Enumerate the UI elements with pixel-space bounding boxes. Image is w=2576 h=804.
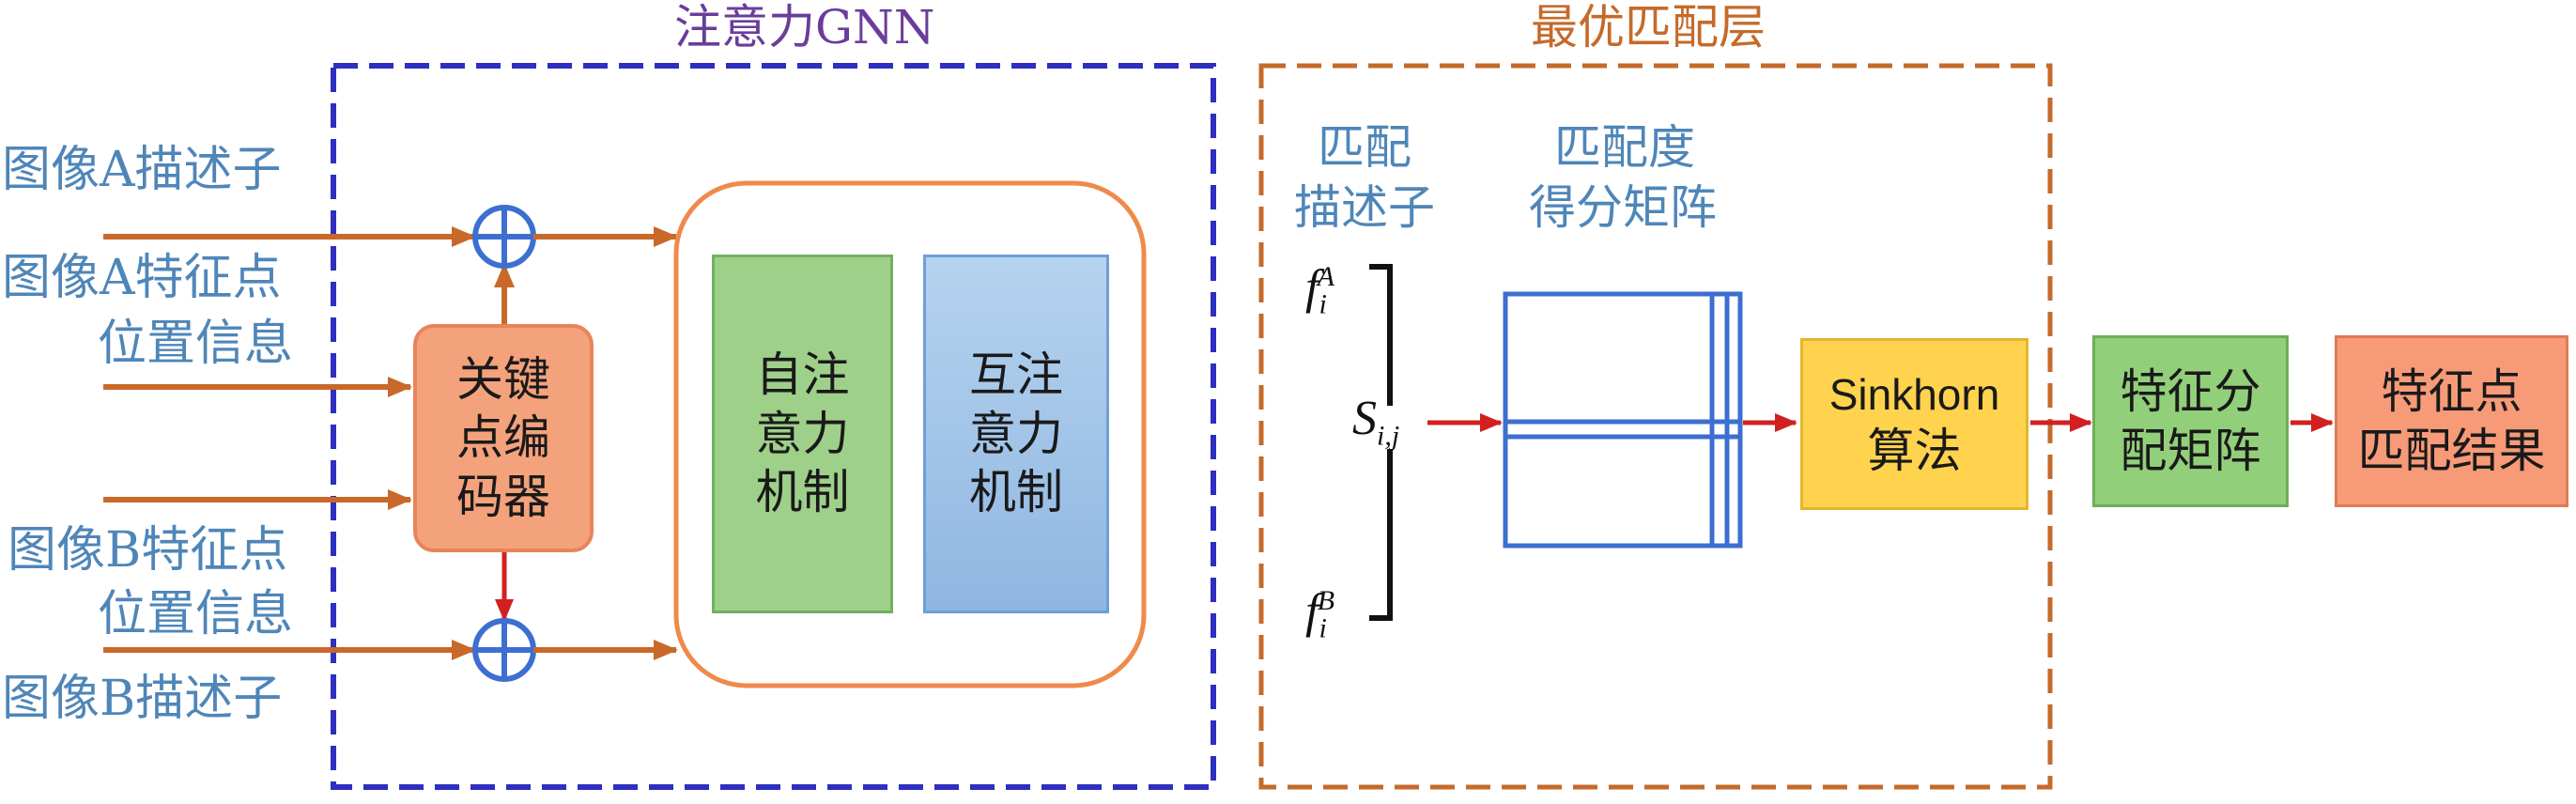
assignment-matrix-label: 特征分 配矩阵 [2120,364,2261,478]
input-b-descriptor-label: 图像B描述子 [2,671,283,727]
descriptor-a-symbol: fiA [1305,260,1335,320]
input-b-keypoint-label-line1: 图像B特征点 [8,522,288,579]
matching-descriptor-label-line1: 匹配 [1318,120,1411,175]
keypoint-encoder-label: 关键 点编 码器 [456,351,550,524]
sinkhorn-label-line2: 算法 [1867,424,1962,478]
score-symbol: Si,j [1352,392,1400,452]
keypoint-encoder-box: 关键 点编 码器 [413,324,594,552]
descriptor-b-subscript: i [1319,612,1327,644]
cross-attention-label: 互注 意力 机制 [969,348,1063,520]
assignment-matrix-box: 特征分 配矩阵 [2092,335,2289,507]
score-matrix-label-line1: 匹配度 [1554,120,1695,175]
input-a-keypoint-label-line2: 位置信息 [98,316,294,372]
input-a-keypoint-label-line1: 图像A特征点 [2,250,282,306]
score-matrix-icon [1503,291,1743,549]
descriptor-a-subscript: i [1319,288,1327,320]
descriptor-b-symbol: fiB [1305,584,1335,644]
match-result-label: 特征点 匹配结果 [2357,364,2546,478]
matching-section-frame [1258,63,2053,790]
matching-descriptor-bracket [1369,264,1393,621]
gnn-section-title: 注意力GNN [674,0,935,54]
self-attention-label: 自注 意力 机制 [755,348,850,520]
input-a-descriptor-label: 图像A描述子 [2,142,282,198]
matching-section-title: 最优匹配层 [1531,0,1766,54]
sinkhorn-label-line1: Sinkhorn [1828,369,2000,419]
gnn-section-frame [331,63,1216,790]
score-matrix-label-line2: 得分矩阵 [1529,180,1717,235]
cross-attention-box: 互注 意力 机制 [923,255,1109,613]
input-b-keypoint-label-line2: 位置信息 [98,586,294,642]
circle-plus-icon [472,205,536,269]
score-subscript: i,j [1377,420,1400,452]
self-attention-box: 自注 意力 机制 [712,255,893,613]
match-result-box: 特征点 匹配结果 [2335,335,2568,507]
descriptor-b-superscript: B [1317,585,1335,616]
circle-plus-icon [472,618,536,682]
matching-descriptor-label-line2: 描述子 [1294,180,1435,235]
sinkhorn-box: Sinkhorn 算法 [1800,338,2028,510]
descriptor-a-superscript: A [1317,261,1335,292]
